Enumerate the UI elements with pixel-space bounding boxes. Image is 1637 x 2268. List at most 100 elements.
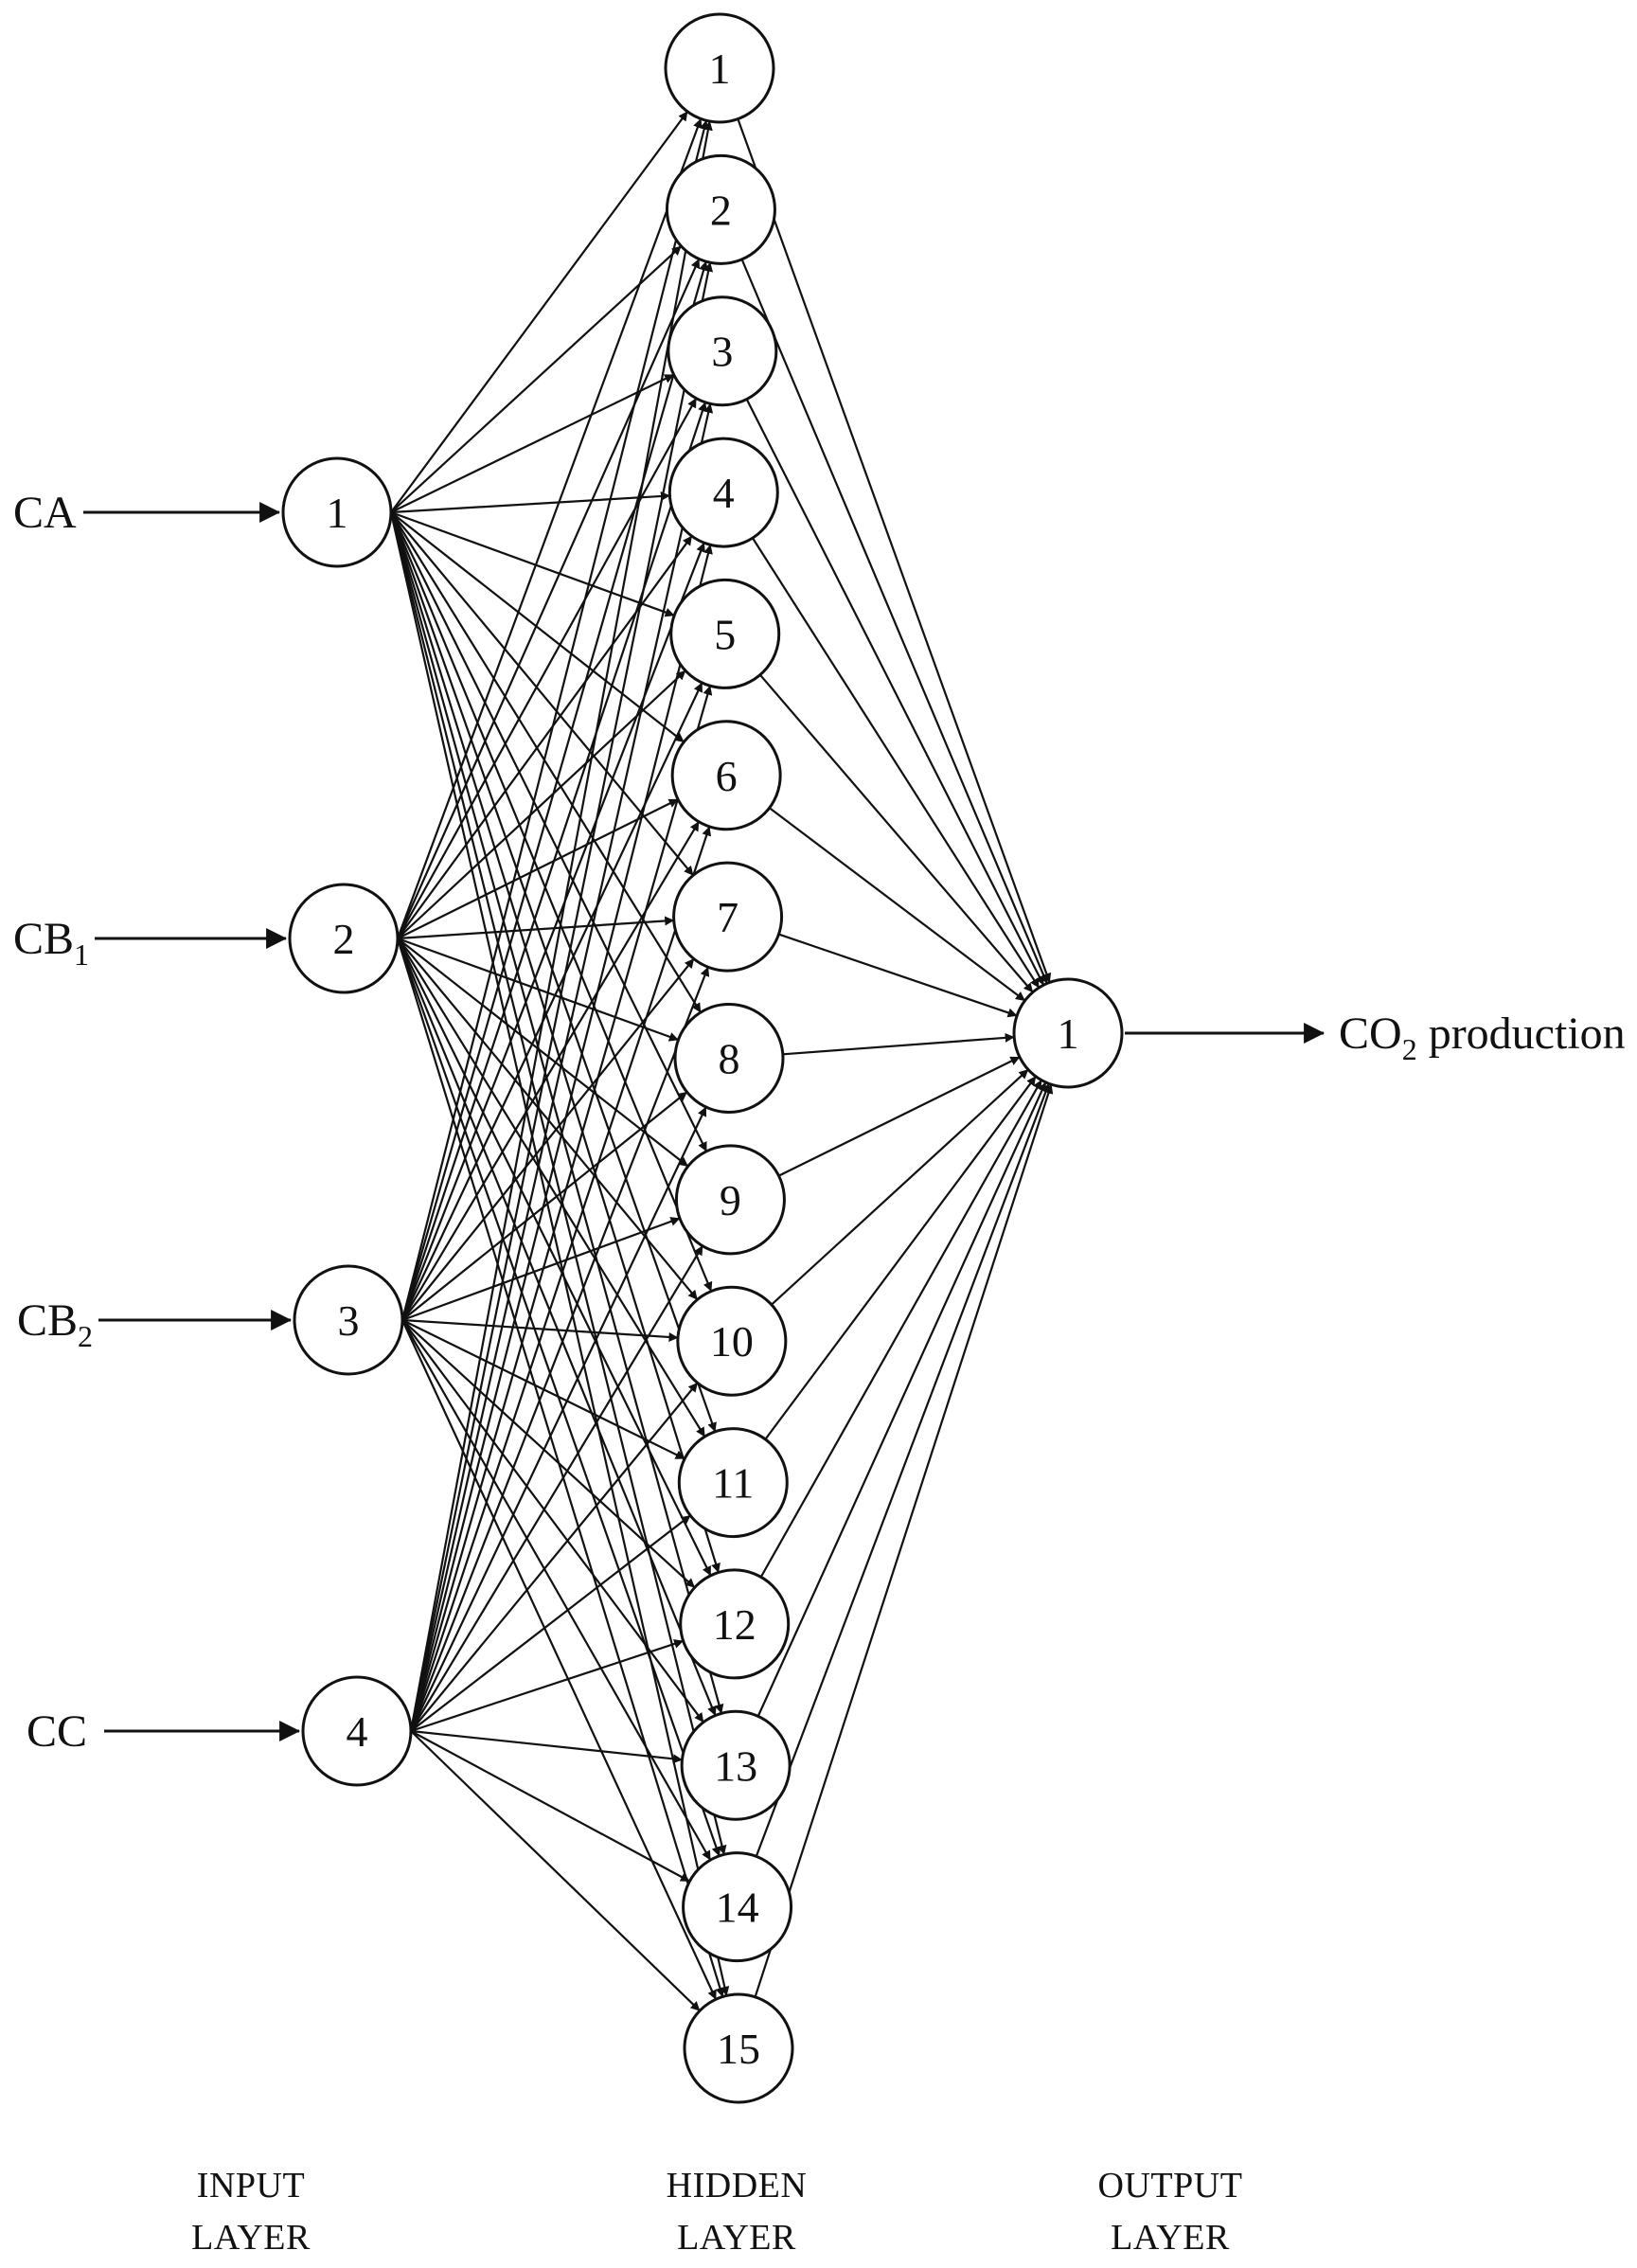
input-node-4: 4	[301, 1675, 413, 1787]
edge-input-3-to-hidden-10	[401, 1318, 679, 1342]
output-layer-caption-line1: OUTPUT	[1098, 2166, 1243, 2205]
edge-input-4-to-hidden-7	[409, 966, 710, 1732]
edge-hidden-8-to-output	[782, 1032, 1015, 1056]
edge-hidden-9-to-output	[778, 1056, 1021, 1177]
edge-input-2-to-hidden-2	[396, 259, 701, 939]
hidden-node-12: 12	[679, 1568, 791, 1680]
input-node-2-circle	[288, 883, 400, 994]
hidden-node-15-label: 15	[717, 2025, 760, 2073]
layer-captions: INPUT LAYER HIDDEN LAYER OUTPUT LAYER	[191, 2166, 1242, 2258]
edge-input-4-to-hidden-14	[410, 1730, 690, 1883]
input-label-1: CA	[13, 488, 77, 538]
hidden-node-5-label: 5	[714, 610, 736, 658]
edge-input-2-to-hidden-1	[396, 117, 703, 939]
hidden-node-6-circle	[670, 720, 782, 831]
input-node-4-label: 4	[347, 1707, 368, 1756]
output-node-1-circle	[1012, 977, 1124, 1089]
hidden-node-1-circle	[664, 12, 775, 124]
input-arrows	[83, 502, 301, 1741]
hidden-node-3-label: 3	[711, 328, 733, 376]
edge-input-1-to-hidden-2	[390, 245, 683, 513]
input-label-4: CC	[27, 1706, 87, 1757]
hidden-node-9: 9	[674, 1144, 786, 1256]
hidden-node-7-label: 7	[717, 893, 738, 941]
input-label-2-subscript: 1	[74, 938, 89, 972]
hidden-node-4-label: 4	[713, 469, 735, 517]
edge-hidden-14-to-output	[755, 1082, 1051, 1857]
edge-input-3-to-hidden-12	[401, 1319, 696, 1589]
hidden-node-2-circle	[665, 153, 776, 265]
edge-input-4-to-hidden-2	[409, 261, 714, 1732]
edge-input-1-to-hidden-15	[389, 511, 730, 1996]
hidden-node-2: 2	[665, 153, 776, 265]
edge-input-3-to-hidden-4	[400, 542, 705, 1321]
edge-hidden-11-to-output	[764, 1076, 1037, 1440]
edge-input-1-to-hidden-5	[390, 510, 675, 617]
input-label-1-text: CA	[13, 488, 77, 538]
hidden-node-2-label: 2	[710, 186, 732, 234]
edge-hidden-10-to-output	[771, 1068, 1029, 1306]
edge-hidden-4-to-output	[751, 537, 1041, 989]
hidden-node-1-label: 1	[709, 45, 731, 93]
edge-input-2-to-hidden-8	[397, 937, 679, 1042]
output-node-1-label: 1	[1058, 1009, 1079, 1058]
input-label-3-subscript: 2	[78, 1319, 93, 1353]
hidden-node-6: 6	[670, 720, 782, 831]
hidden-node-7-circle	[672, 861, 784, 973]
hidden-layer-caption-line1: HIDDEN	[667, 2166, 808, 2205]
edge-input-4-to-hidden-9	[410, 1245, 703, 1732]
hidden-node-15: 15	[683, 1992, 794, 2104]
edge-input-2-to-hidden-7	[397, 916, 675, 940]
input-node-2-label: 2	[333, 915, 355, 963]
edge-input-4-to-hidden-3	[409, 402, 714, 1732]
edge-hidden-13-to-output	[756, 1081, 1047, 1717]
hidden-node-7: 7	[672, 861, 784, 973]
hidden-node-8-circle	[673, 1003, 785, 1114]
input-label-3-text: CB	[17, 1295, 78, 1346]
edge-input-3-to-hidden-2	[400, 260, 708, 1321]
edge-input-2-to-hidden-10	[397, 938, 699, 1301]
edge-hidden-6-to-output	[768, 807, 1026, 1002]
edge-input-2-to-hidden-3	[397, 398, 698, 939]
edge-input-4-to-hidden-5	[409, 685, 713, 1732]
edge-input-1-to-hidden-10	[389, 511, 713, 1292]
edge-input-2-to-hidden-15	[396, 938, 725, 1997]
edge-hidden-5-to-output	[759, 673, 1034, 993]
edge-input-1-to-hidden-4	[390, 491, 670, 514]
output-label-group: CO2 production	[1125, 1009, 1626, 1066]
hidden-node-9-label: 9	[720, 1176, 741, 1224]
edge-input-3-to-hidden-15	[401, 1319, 718, 2000]
hidden-node-5-circle	[669, 578, 781, 689]
hidden-node-14-circle	[682, 1851, 793, 1963]
hidden-node-10-circle	[676, 1285, 788, 1397]
edge-input-4-to-hidden-15	[410, 1730, 701, 2012]
hidden-node-3: 3	[667, 295, 778, 407]
input-label-4-text: CC	[27, 1706, 87, 1757]
edge-input-3-to-hidden-13	[401, 1319, 704, 1723]
input-layer-caption-line2: LAYER	[191, 2218, 311, 2258]
edge-input-4-to-hidden-13	[410, 1729, 683, 1764]
hidden-node-11-label: 11	[712, 1459, 754, 1508]
hidden-node-13: 13	[680, 1709, 792, 1821]
input-label-2: CB1	[13, 914, 89, 972]
hidden-node-13-circle	[680, 1709, 792, 1821]
hidden-node-8: 8	[673, 1003, 785, 1114]
edge-input-3-to-hidden-8	[401, 1091, 688, 1321]
input-node-4-circle	[301, 1675, 413, 1787]
edge-input-3-to-hidden-6	[401, 821, 700, 1321]
hidden-node-14: 14	[682, 1851, 793, 1963]
hidden-layer-caption-line2: LAYER	[677, 2218, 796, 2258]
edge-hidden-3-to-output	[745, 399, 1045, 986]
edge-input-2-to-hidden-12	[397, 938, 712, 1577]
input-node-1: 1	[281, 456, 393, 568]
output-node-1: 1	[1012, 977, 1124, 1089]
hidden-node-13-label: 13	[714, 1741, 757, 1790]
hidden-node-6-label: 6	[716, 752, 738, 800]
input-to-hidden-connections	[389, 111, 730, 2012]
edge-hidden-1-to-output	[737, 118, 1052, 983]
edge-input-4-to-hidden-6	[409, 826, 712, 1732]
hidden-node-15-circle	[683, 1992, 794, 2104]
